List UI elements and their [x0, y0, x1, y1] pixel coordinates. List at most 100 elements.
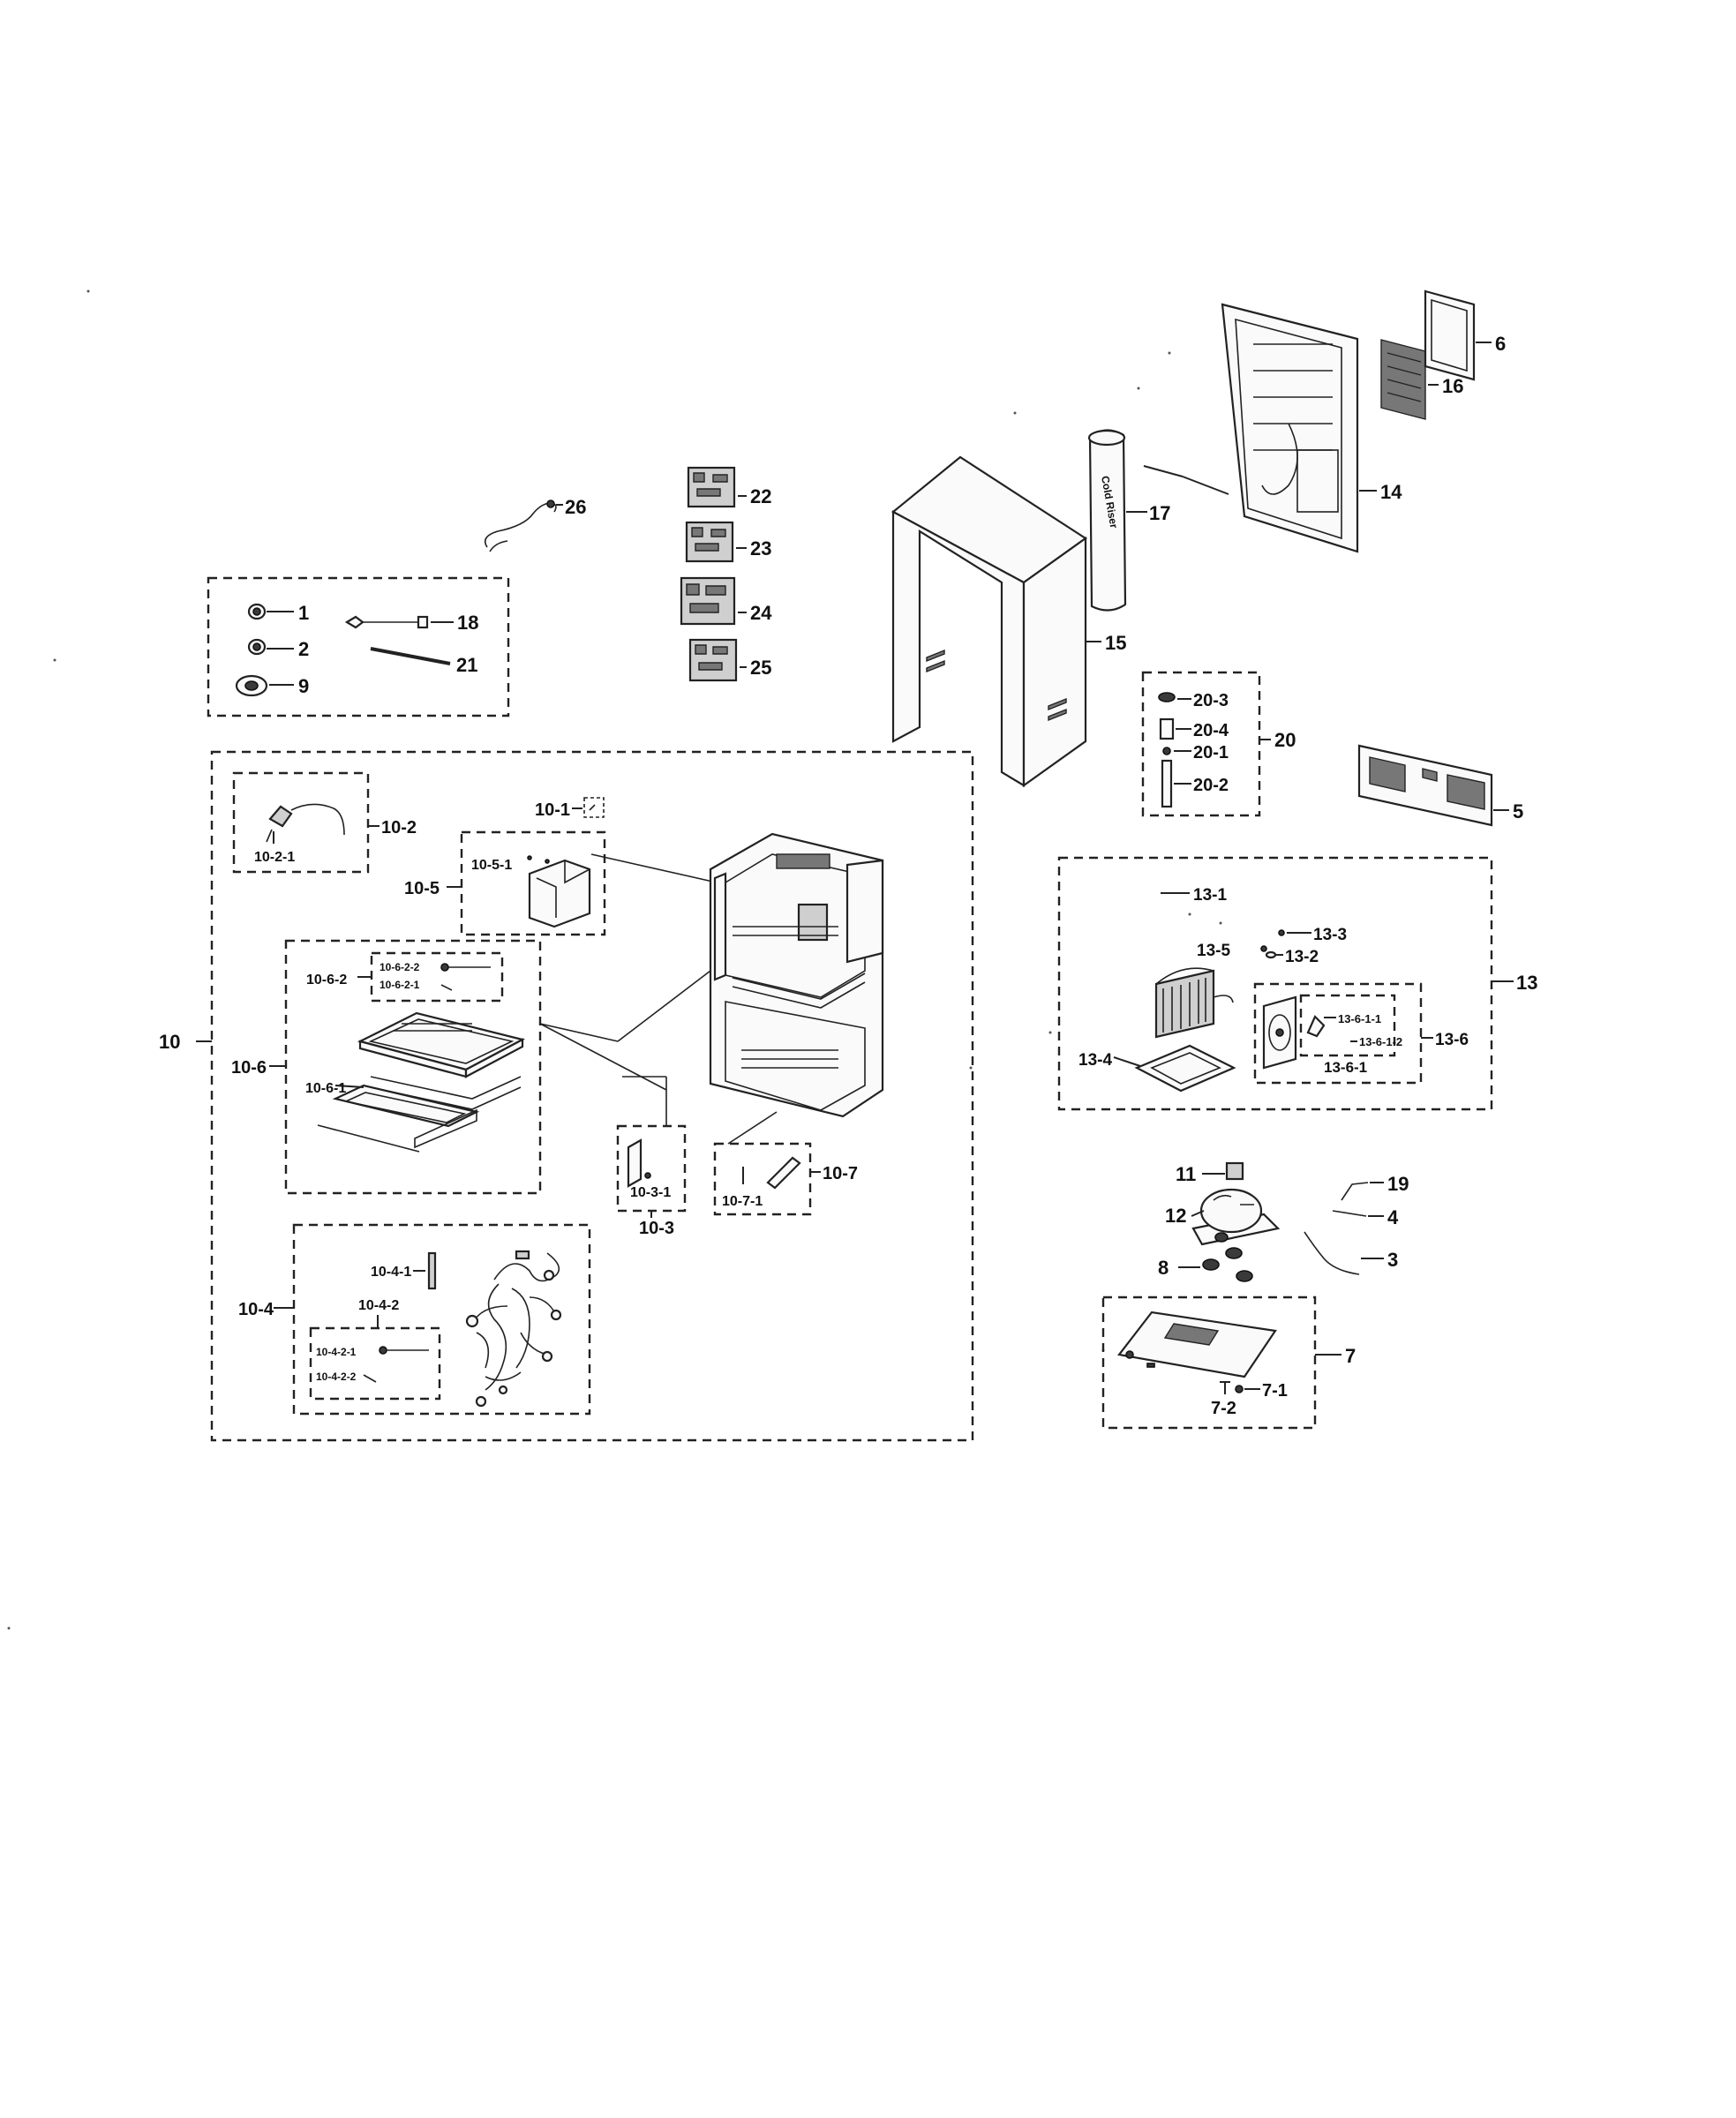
callout-5: 5	[1513, 800, 1523, 822]
compressor-group: 11 12 8 19 4 3	[1158, 1161, 1409, 1282]
callout-10-7-1: 10-7-1	[722, 1194, 763, 1209]
part-10-4-2-box	[309, 1326, 441, 1401]
part-10-1[interactable]	[583, 797, 605, 818]
callout-4: 4	[1387, 1206, 1399, 1228]
part-23-pcb[interactable]	[685, 521, 747, 563]
part-7-group: 7-1 7-2	[1101, 1296, 1341, 1430]
callout-10-2: 10-2	[381, 818, 417, 837]
part-10-7-rail[interactable]	[742, 1156, 801, 1190]
part-1[interactable]	[247, 603, 294, 620]
part-10-5-box	[460, 830, 606, 936]
part-7-2[interactable]	[1220, 1381, 1230, 1394]
callout-10-4-2: 10-4-2	[358, 1298, 399, 1313]
callout-19: 19	[1387, 1173, 1409, 1195]
callout-13: 13	[1516, 972, 1537, 994]
callout-9: 9	[298, 675, 309, 697]
callout-10-6-2: 10-6-2	[306, 973, 347, 988]
callout-13-6-1-2: 13-6-1-2	[1359, 1035, 1402, 1048]
part-10-4-box	[292, 1223, 591, 1416]
part-2[interactable]	[247, 638, 294, 656]
part-10-4-2-1[interactable]	[379, 1346, 429, 1355]
part-3-tube[interactable]	[1304, 1231, 1384, 1275]
part-18[interactable]	[344, 615, 454, 629]
part-13-3[interactable]	[1278, 929, 1311, 936]
part-8-grommets[interactable]	[1178, 1232, 1253, 1282]
callout-15: 15	[1105, 632, 1126, 654]
callout-10-4-2-2: 10-4-2-2	[316, 1371, 357, 1383]
part-7-box	[1101, 1296, 1317, 1430]
callout-10-6-2-1: 10-6-2-1	[380, 979, 420, 991]
callout-25: 25	[750, 657, 771, 679]
callout-17: 17	[1149, 502, 1170, 524]
part-24-pcb[interactable]	[680, 576, 747, 626]
part-13-evaporator[interactable]	[1154, 967, 1234, 1039]
callout-10-6: 10-6	[231, 1058, 267, 1078]
part-20-1[interactable]	[1162, 747, 1191, 755]
callout-12: 12	[1165, 1205, 1186, 1227]
part-13-box	[1057, 856, 1493, 1111]
part-10-inner-cabinet[interactable]	[709, 832, 884, 1118]
callout-13-6-1: 13-6-1	[1324, 1059, 1367, 1076]
callout-20-4: 20-4	[1193, 721, 1229, 740]
callout-13-5: 13-5	[1197, 942, 1230, 960]
part-9[interactable]	[235, 674, 294, 697]
part-10-4-1[interactable]	[413, 1251, 437, 1290]
part-10-6-2-2[interactable]	[440, 963, 491, 972]
callout-20-2: 20-2	[1193, 776, 1229, 795]
callout-10-1: 10-1	[535, 800, 570, 820]
part-17-cold-riser[interactable]: Cold Riser	[1087, 429, 1147, 612]
part-7-1[interactable]	[1235, 1385, 1260, 1393]
part-7-cover[interactable]	[1117, 1311, 1277, 1378]
callout-10-4-2-1: 10-4-2-1	[316, 1346, 357, 1358]
part-5-front-grille[interactable]	[1357, 744, 1509, 827]
part-13-4-tray[interactable]	[1113, 1044, 1236, 1093]
part-10-4-2-2[interactable]	[363, 1374, 377, 1383]
part-13-6-1-1[interactable]	[1306, 1015, 1336, 1038]
part-13-2[interactable]	[1265, 950, 1283, 959]
callout-10-5: 10-5	[404, 879, 440, 898]
callout-10-7: 10-7	[823, 1164, 858, 1183]
part-20-2[interactable]	[1161, 759, 1191, 808]
callout-20: 20	[1274, 729, 1296, 751]
part-10-5-duct[interactable]	[527, 855, 591, 928]
callout-13-3: 13-3	[1313, 926, 1347, 944]
callout-26: 26	[565, 496, 586, 518]
callout-10-3-1: 10-3-1	[630, 1185, 671, 1200]
part-15-cabinet[interactable]	[891, 455, 1101, 788]
callout-13-2: 13-2	[1285, 948, 1319, 966]
part-26-cable[interactable]	[484, 499, 563, 552]
part-13-6-fan[interactable]	[1262, 995, 1297, 1070]
part-10-4-wire-harness[interactable]	[465, 1250, 562, 1408]
callout-21: 21	[456, 654, 477, 676]
part-20-3[interactable]	[1158, 692, 1191, 702]
callout-14: 14	[1380, 481, 1402, 503]
part-16-grille[interactable]	[1380, 339, 1439, 420]
callout-10-6-2-2: 10-6-2-2	[380, 961, 420, 973]
part-12-compressor[interactable]	[1191, 1188, 1281, 1246]
part-13-6-box	[1253, 982, 1423, 1085]
callout-10-4: 10-4	[238, 1300, 274, 1319]
callout-13-1: 13-1	[1193, 886, 1227, 905]
part-14-back-panel[interactable]	[1143, 303, 1377, 553]
part-10-7-box	[713, 1142, 812, 1216]
part-25-pcb[interactable]	[688, 638, 747, 682]
part-11-relay[interactable]	[1202, 1161, 1244, 1181]
part-22-pcb[interactable]	[687, 466, 747, 508]
part-10-6-2-1[interactable]	[440, 984, 453, 991]
part-20-4[interactable]	[1159, 717, 1191, 740]
pcb-boards-group: 22 23 24 25	[680, 466, 772, 682]
callout-7-1: 7-1	[1262, 1381, 1288, 1401]
part-10-2-harness[interactable]	[266, 803, 345, 844]
small-parts-box	[207, 576, 510, 717]
part-13-5[interactable]	[1260, 945, 1267, 952]
callout-10-3: 10-3	[639, 1219, 674, 1238]
scan-specks	[7, 289, 1222, 1630]
part-6-cover[interactable]	[1424, 289, 1492, 381]
part-19[interactable]	[1341, 1182, 1384, 1201]
part-10-3-rail[interactable]	[627, 1138, 651, 1188]
callout-10-6-1: 10-6-1	[305, 1081, 346, 1096]
part-10-6-shelf[interactable]	[317, 1011, 526, 1153]
part-21[interactable]	[370, 647, 452, 665]
part-4[interactable]	[1332, 1210, 1384, 1217]
